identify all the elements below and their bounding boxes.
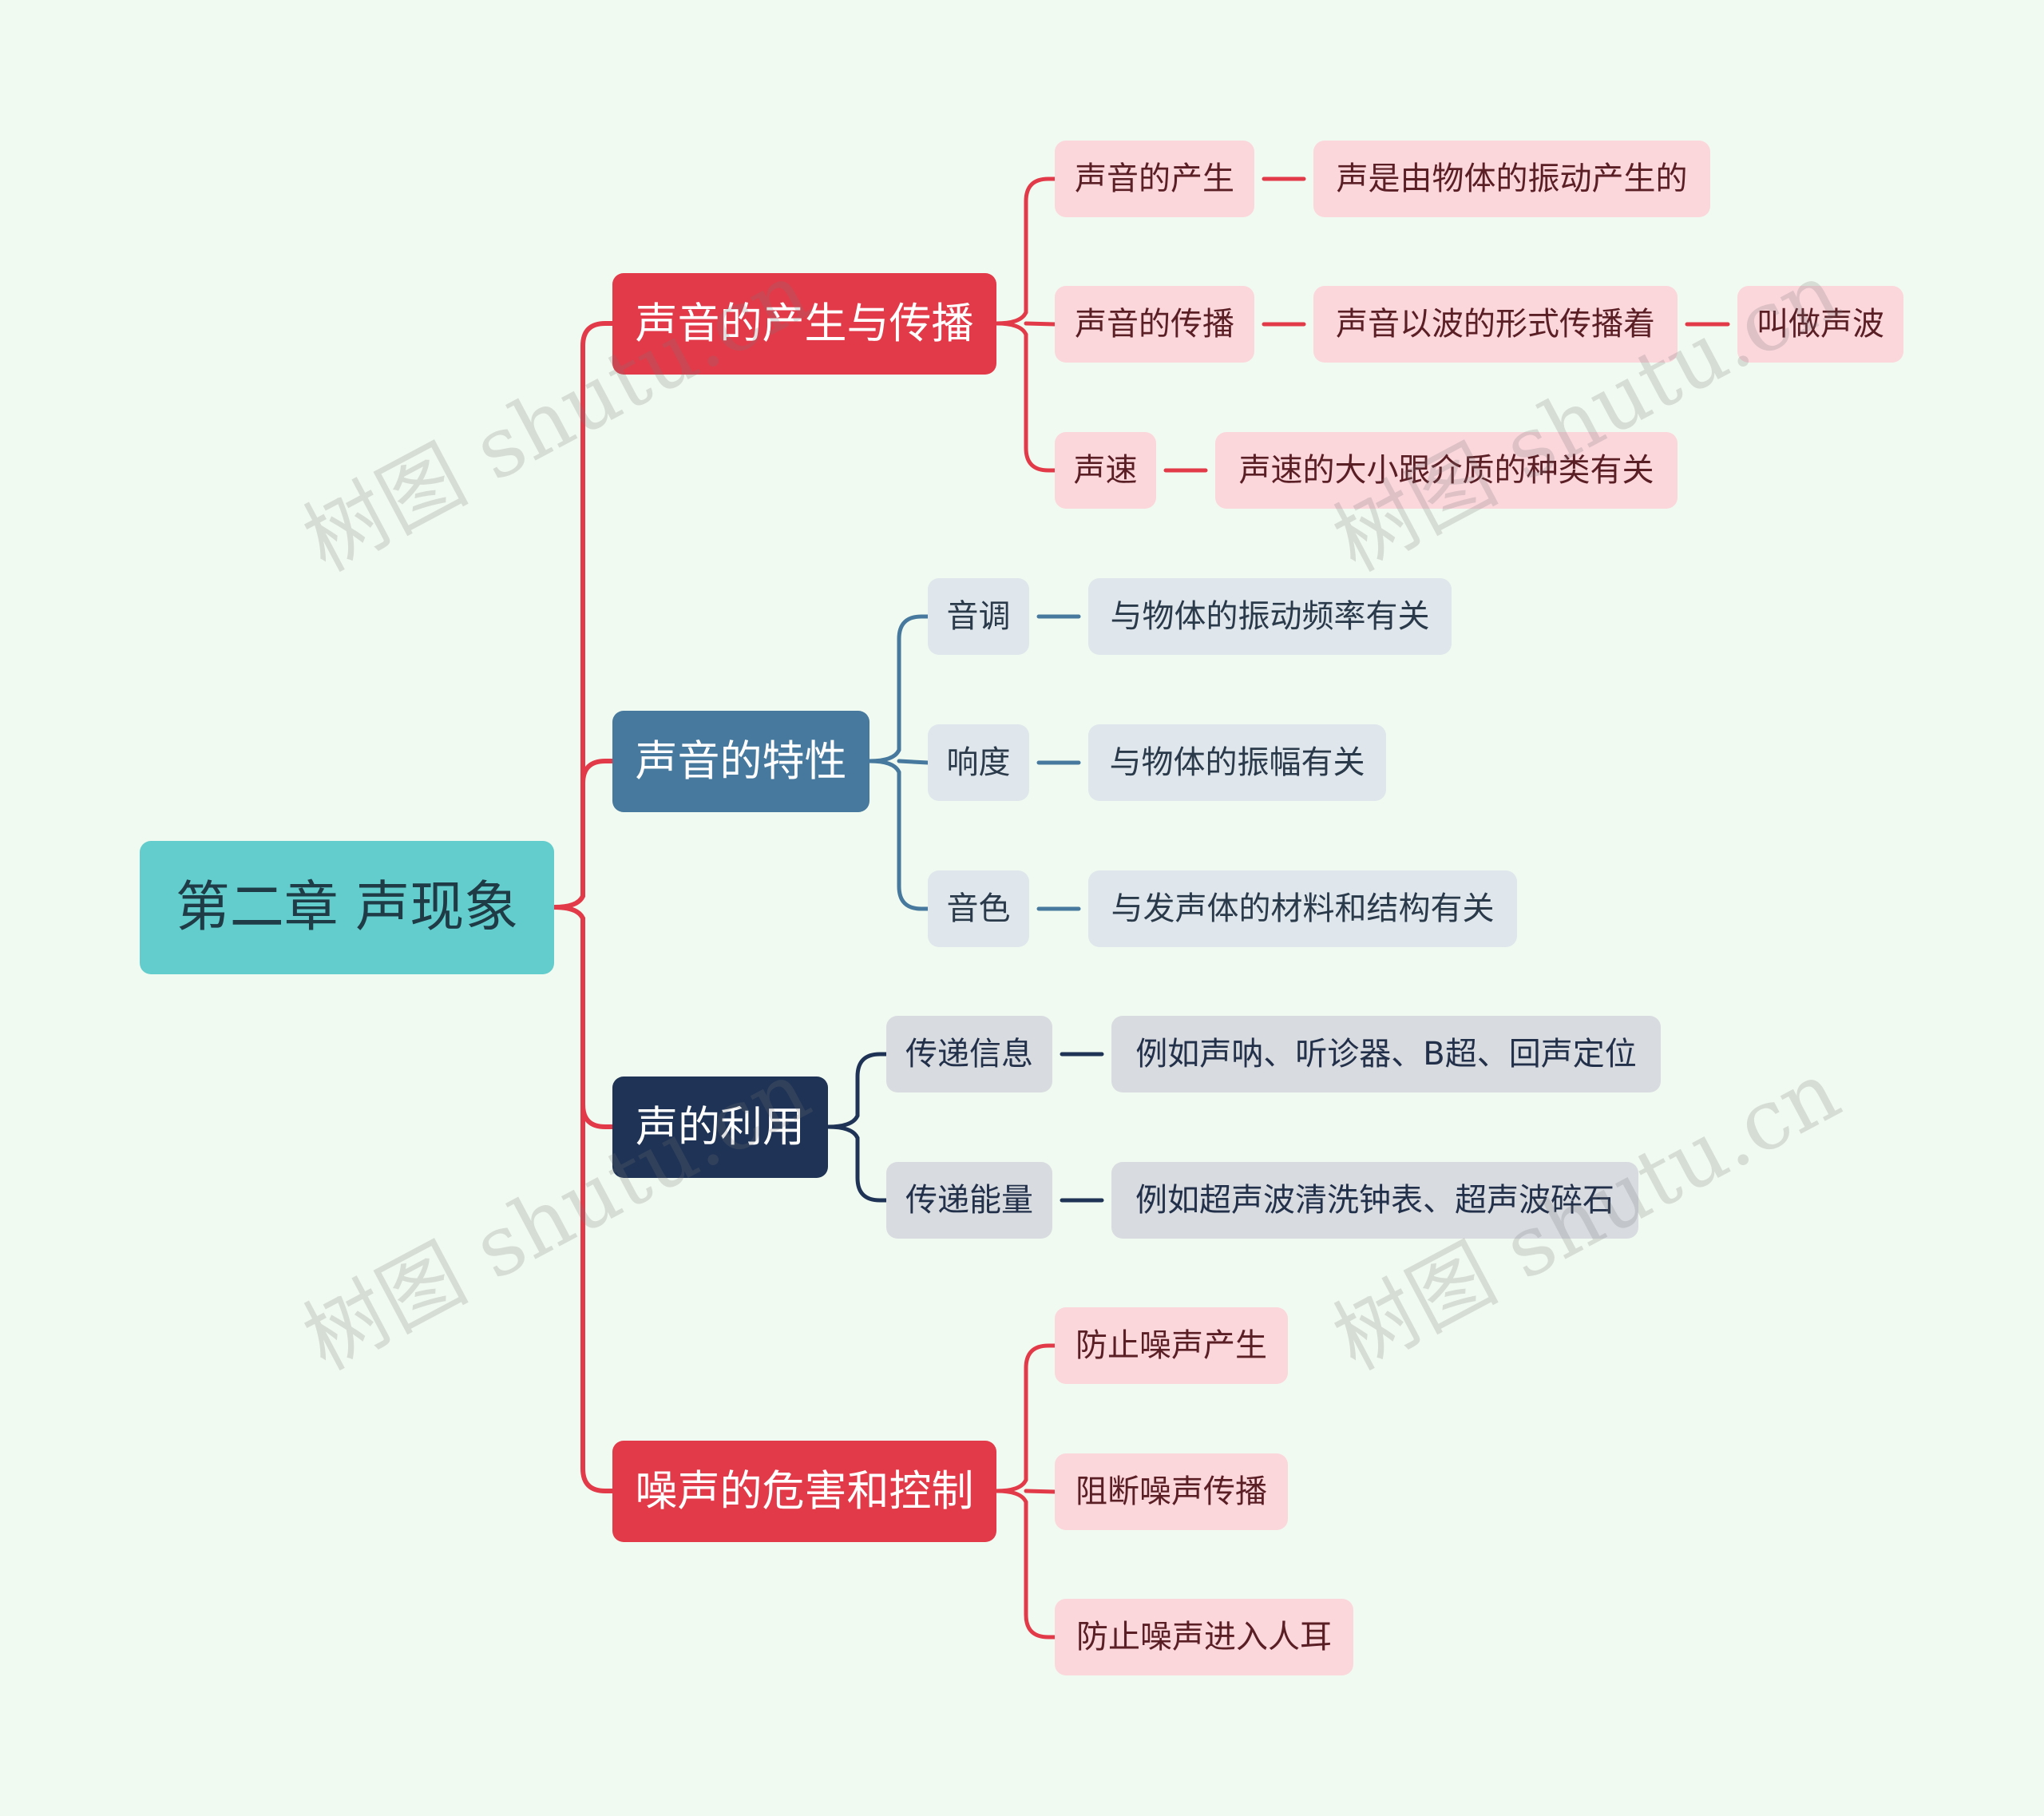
leaf-sound-production[interactable]: 声音的产生 bbox=[1055, 141, 1254, 217]
branch2-bracket-stub-down bbox=[867, 759, 901, 775]
leaf-transmit-information[interactable]: 传递信息 bbox=[886, 1016, 1052, 1092]
leaf-prevent-noise-entering-ear[interactable]: 防止噪声进入人耳 bbox=[1055, 1599, 1353, 1675]
leaf-sound-speed[interactable]: 声速 bbox=[1055, 432, 1156, 509]
leaf-sound-propagation[interactable]: 声音的传播 bbox=[1055, 286, 1254, 363]
detail-sound-speed[interactable]: 声速的大小跟介质的种类有关 bbox=[1215, 432, 1678, 509]
branch3-bracket-stub-down bbox=[826, 1124, 860, 1140]
branch-sound-uses[interactable]: 声的利用 bbox=[612, 1077, 828, 1178]
root-bracket-link-0 bbox=[580, 321, 615, 898]
branch-sound-production-propagation[interactable]: 声音的产生与传播 bbox=[612, 273, 996, 375]
detail-sound-propagation[interactable]: 声音以波的形式传播着 bbox=[1313, 286, 1678, 363]
root-bracket-link-3 bbox=[580, 916, 615, 1493]
leaf-block-noise-propagation[interactable]: 阻断噪声传播 bbox=[1055, 1453, 1288, 1530]
branch1-bracket-link-1 bbox=[1024, 321, 1057, 327]
detail-loudness[interactable]: 与物体的振幅有关 bbox=[1088, 724, 1386, 801]
detail-transmit-energy[interactable]: 例如超声波清洗钟表、超声波碎石 bbox=[1111, 1162, 1638, 1239]
leaf-pitch[interactable]: 音调 bbox=[928, 578, 1029, 655]
branch2-bracket-link-1 bbox=[897, 759, 930, 765]
branch3-bracket-link-1 bbox=[855, 1136, 889, 1203]
leaf-transmit-energy[interactable]: 传递能量 bbox=[886, 1162, 1052, 1239]
detail-timbre[interactable]: 与发声体的材料和结构有关 bbox=[1088, 870, 1517, 947]
detail-transmit-information[interactable]: 例如声呐、听诊器、B超、回声定位 bbox=[1111, 1016, 1661, 1092]
branch4-bracket-stub-down bbox=[994, 1489, 1028, 1505]
branch1-bracket-stub-down bbox=[994, 321, 1028, 337]
branch4-bracket-link-2 bbox=[1024, 1500, 1057, 1640]
branch2-bracket-link-0 bbox=[897, 614, 930, 752]
detail-sound-wave[interactable]: 叫做声波 bbox=[1737, 286, 1903, 363]
branch-noise-control[interactable]: 噪声的危害和控制 bbox=[612, 1441, 996, 1542]
branch4-bracket-link-0 bbox=[1024, 1343, 1057, 1482]
root-topic[interactable]: 第二章 声现象 bbox=[140, 841, 554, 974]
leaf-timbre[interactable]: 音色 bbox=[928, 870, 1029, 947]
branch1-bracket-link-0 bbox=[1024, 176, 1057, 315]
leaf-loudness[interactable]: 响度 bbox=[928, 724, 1029, 801]
branch2-bracket-link-2 bbox=[897, 770, 930, 911]
branch4-bracket-link-1 bbox=[1024, 1489, 1057, 1494]
detail-pitch[interactable]: 与物体的振动频率有关 bbox=[1088, 578, 1452, 655]
root-bracket-stub-down bbox=[552, 905, 585, 921]
root-bracket-link-2 bbox=[580, 916, 615, 1129]
branch1-bracket-link-2 bbox=[1024, 332, 1057, 473]
branch-sound-characteristics[interactable]: 声音的特性 bbox=[612, 711, 869, 812]
branch3-bracket-link-0 bbox=[855, 1052, 889, 1118]
leaf-prevent-noise-generation[interactable]: 防止噪声产生 bbox=[1055, 1307, 1288, 1384]
root-bracket-link-1 bbox=[580, 759, 615, 898]
detail-sound-production[interactable]: 声是由物体的振动产生的 bbox=[1313, 141, 1710, 217]
